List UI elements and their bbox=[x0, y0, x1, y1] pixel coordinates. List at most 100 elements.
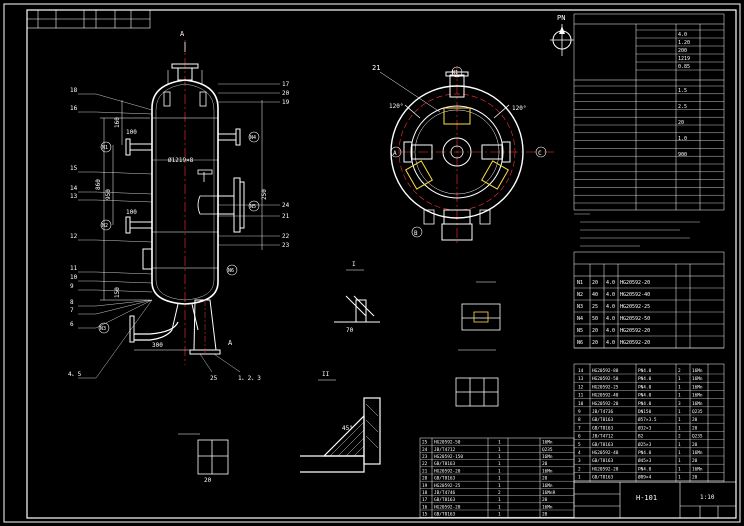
bom-bottom-cell: HG20592-50 bbox=[434, 440, 461, 446]
section-mark-top: A bbox=[180, 30, 185, 38]
bom-right-cell: HG20592-20 bbox=[592, 401, 619, 407]
nozzle-cell: HG20592-20 bbox=[620, 340, 650, 346]
nozzle-cell: 4.0 bbox=[606, 316, 615, 322]
angle-left: 120° bbox=[389, 103, 403, 110]
right-callout-0: 17 bbox=[282, 81, 290, 88]
bom-bottom-cell: 1 bbox=[498, 497, 501, 503]
dim-950: 950 bbox=[105, 189, 112, 200]
bom-right-cell: 3 bbox=[578, 458, 581, 464]
nozzle-cell: HG20592-20 bbox=[620, 328, 650, 334]
nozzle-cell: 20 bbox=[592, 340, 598, 346]
bom-right-cell: HG20592-25 bbox=[592, 384, 619, 390]
left-callout-0: 18 bbox=[70, 87, 78, 94]
nozzle-cell: N2 bbox=[577, 292, 583, 298]
bom-right-cell: 16Mn bbox=[692, 376, 703, 382]
right-callout-2: 19 bbox=[282, 99, 290, 106]
bom-bottom-cell: JB/T4746 bbox=[434, 490, 456, 496]
bom-right-cell: 13 bbox=[578, 376, 584, 382]
tech-value-5: 1.5 bbox=[678, 88, 687, 94]
bom-right-cell: 3 bbox=[678, 401, 681, 407]
left-callout-12: 4、5 bbox=[68, 371, 82, 378]
bottom-callout-1: 1、2、3 bbox=[238, 375, 261, 382]
bom-right-cell: 1 bbox=[678, 425, 681, 431]
bom-right-cell: 1 bbox=[678, 417, 681, 423]
bom-right-cell: 1 bbox=[678, 376, 681, 382]
bom-right-cell: 1 bbox=[678, 458, 681, 464]
bom-bottom-cell: 19 bbox=[422, 483, 428, 489]
bom-bottom-cell: 1 bbox=[498, 461, 501, 467]
bom-right-cell: Q235 bbox=[692, 434, 703, 440]
svg-text:N1: N1 bbox=[452, 70, 458, 76]
bom-bottom-cell: 20 bbox=[542, 461, 548, 467]
title-block: H-101 1:10 bbox=[573, 481, 737, 519]
nozzle-cell: 4.0 bbox=[606, 340, 615, 346]
bom-bottom-cell: 2 bbox=[498, 490, 501, 496]
direction-marker-label: PN bbox=[557, 14, 565, 22]
tech-value-7: 20 bbox=[678, 120, 684, 126]
bom-bottom-cell: 18 bbox=[422, 490, 428, 496]
bom-bottom-cell: GB/T8163 bbox=[434, 512, 456, 518]
left-callout-2: 15 bbox=[70, 165, 78, 172]
bom-right-cell: JB/T4712 bbox=[592, 434, 614, 440]
bom-right-cell: 1 bbox=[678, 393, 681, 399]
detail-views: I 70 II bbox=[178, 261, 501, 484]
bom-right-cell: 5 bbox=[578, 442, 581, 448]
bom-right-cell: GB/T8163 bbox=[592, 458, 614, 464]
bom-right-cell: GB/T8163 bbox=[592, 425, 614, 431]
bom-right-cell: HG20592-50 bbox=[592, 376, 619, 382]
nozzle-mark-0: N1 bbox=[102, 145, 108, 151]
bom-right-cell: JB/T4736 bbox=[592, 409, 614, 415]
nozzle-mark-circle-1 bbox=[100, 219, 112, 231]
bom-bottom-cell: HG20592-20 bbox=[434, 504, 461, 510]
bom-bottom-cell: 16Mn bbox=[542, 440, 553, 446]
dim-160: 160 bbox=[114, 117, 121, 128]
bom-bottom-cell: JB/T4712 bbox=[434, 447, 456, 453]
plan-part-21: 21 bbox=[372, 64, 380, 72]
bom-right-cell: PN4.0 bbox=[638, 450, 652, 456]
bom-right-cell: PN4.0 bbox=[638, 384, 652, 390]
nozzle-cell: 4.0 bbox=[606, 304, 615, 310]
nozzle-cell: N1 bbox=[577, 280, 583, 286]
left-callout-10: 7 bbox=[70, 307, 74, 314]
plan-mark-right: C bbox=[535, 146, 547, 158]
bom-bottom-cell: 20 bbox=[542, 497, 548, 503]
bom-right-cell: Ø45×3 bbox=[638, 457, 652, 464]
tech-value-1: 1.20 bbox=[678, 40, 690, 46]
nozzle-cell: 20 bbox=[592, 280, 598, 286]
bom-bottom-cell: 20 bbox=[422, 476, 428, 482]
right-callout-6: 21 bbox=[282, 213, 290, 220]
bom-right-cell: 1 bbox=[578, 475, 581, 481]
bom-right-cell: 16Mn bbox=[692, 450, 703, 456]
dim-250: 250 bbox=[261, 189, 268, 200]
bom-right-cell: 1 bbox=[678, 384, 681, 390]
bom-right-cell: 20 bbox=[692, 417, 698, 423]
bom-right-cell: Ø25×3 bbox=[638, 441, 652, 448]
tech-value-3: 1219 bbox=[678, 56, 690, 62]
bom-right-cell: 2 bbox=[678, 368, 681, 374]
bom-bottom-cell: 16Mn bbox=[542, 468, 553, 474]
elevation-view: A Ø1219×8 100 100 bbox=[68, 30, 290, 382]
nozzle-cell: HG20592-40 bbox=[620, 292, 650, 298]
tech-value-9: 900 bbox=[678, 152, 687, 158]
plan-mark-left: A bbox=[390, 146, 402, 158]
dim-300: 300 bbox=[152, 342, 163, 349]
svg-text:B: B bbox=[414, 230, 418, 237]
dim-860: 860 bbox=[95, 179, 102, 190]
bom-right-cell: 2 bbox=[678, 434, 681, 440]
bom-right-cell: 1 bbox=[678, 450, 681, 456]
bom-right-cell: 20 bbox=[692, 475, 698, 481]
left-callout-5: 12 bbox=[70, 233, 78, 240]
top-left-revision-table bbox=[26, 9, 151, 29]
